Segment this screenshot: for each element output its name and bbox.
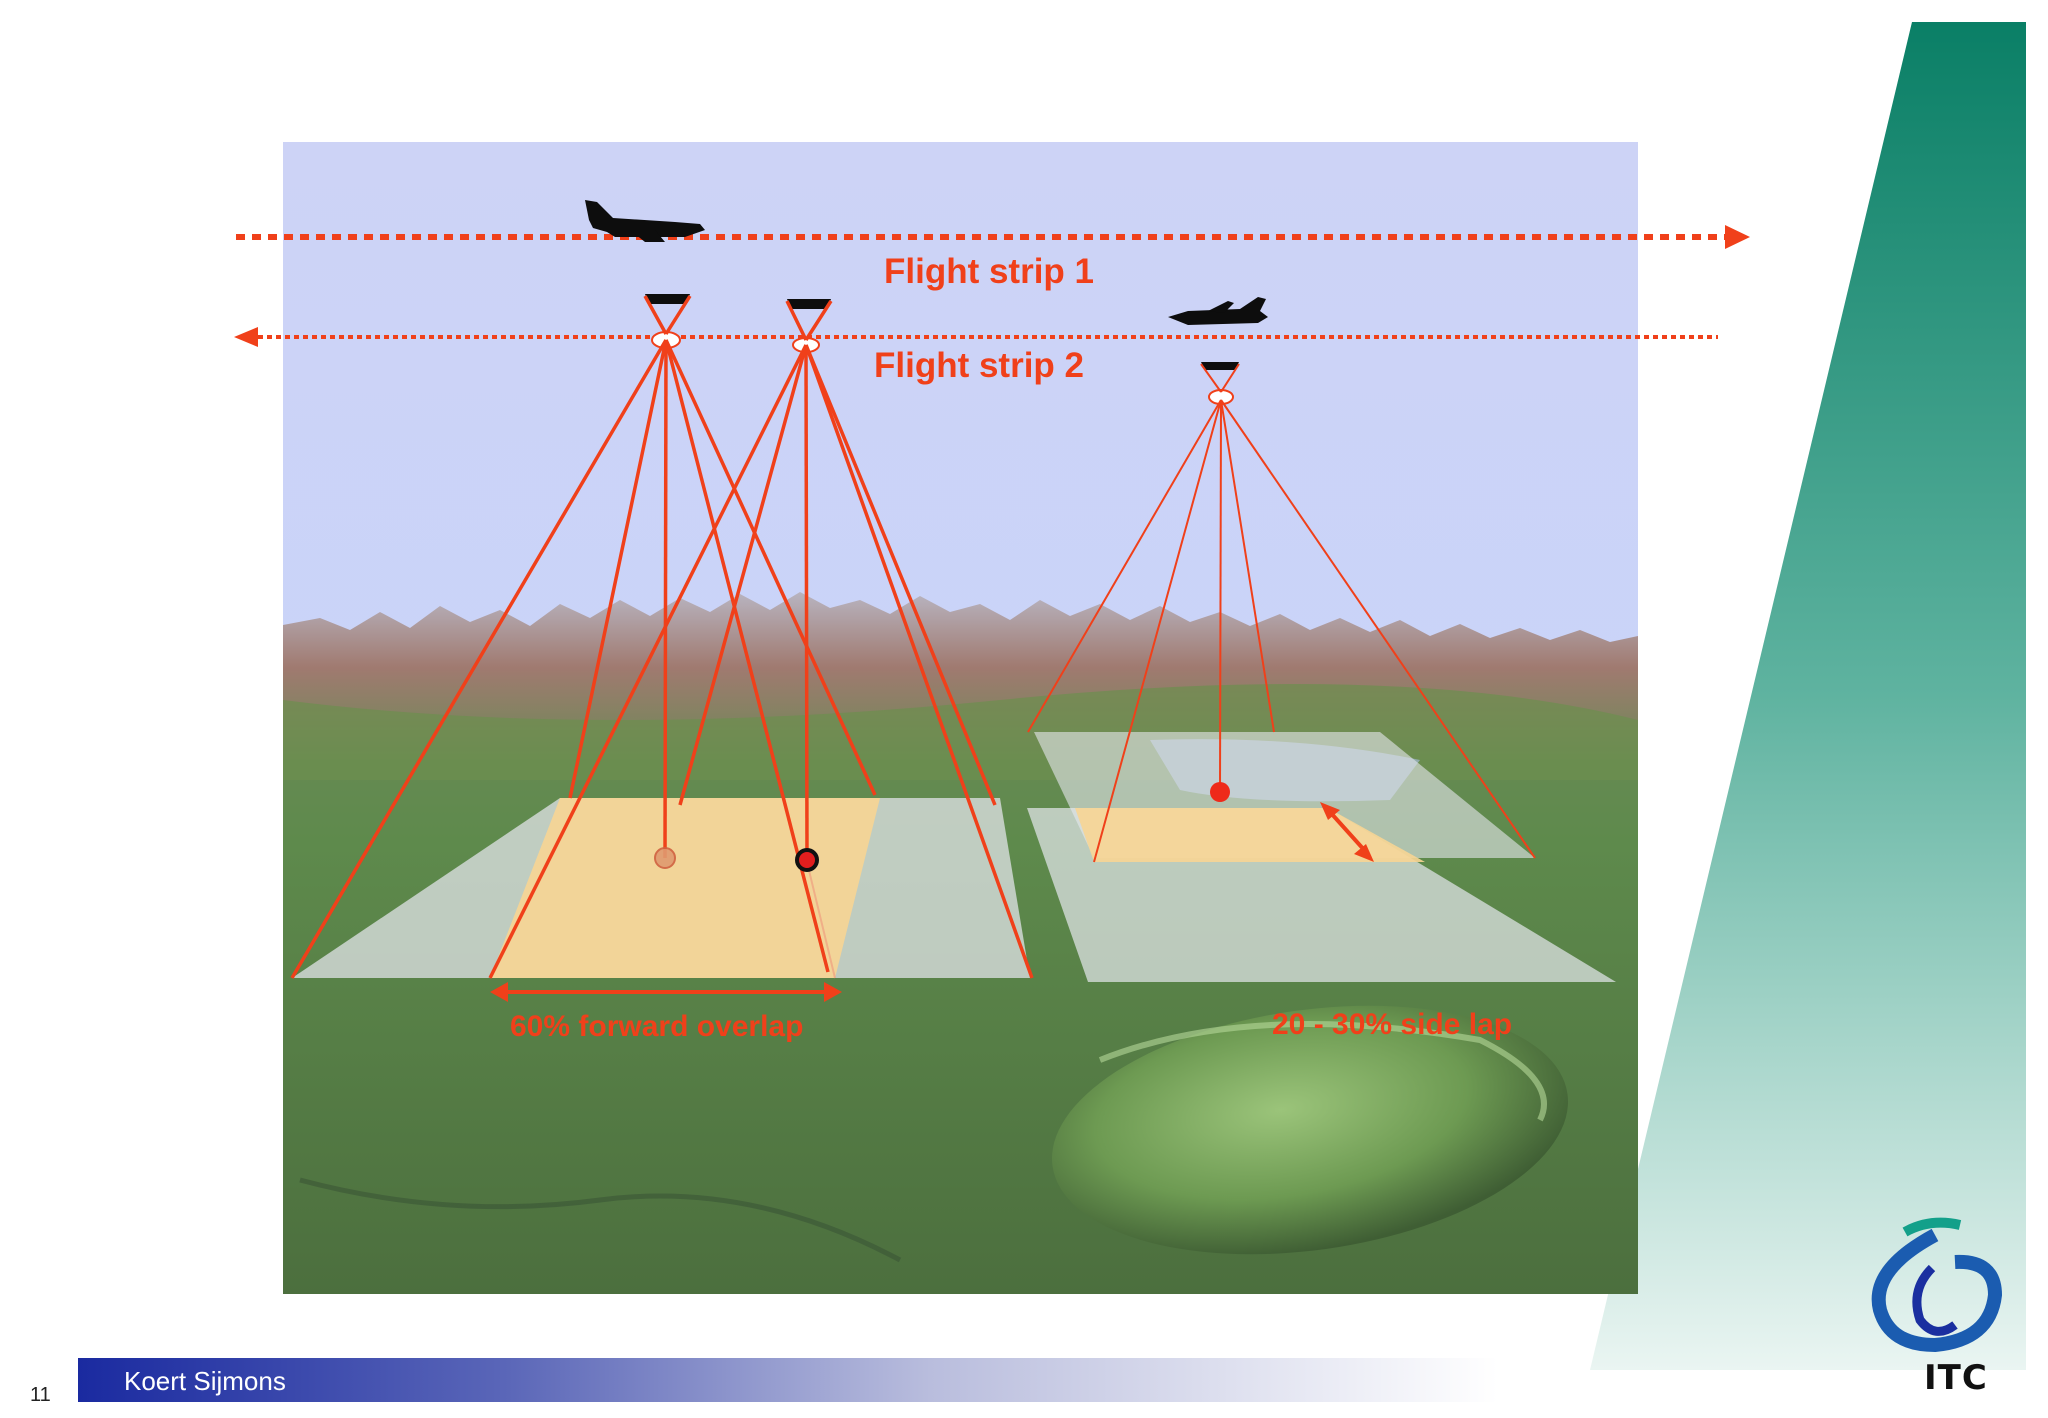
footer-author: Koert Sijmons bbox=[124, 1366, 286, 1396]
forward-overlap-arrow bbox=[490, 982, 842, 1002]
principal-point-1 bbox=[654, 847, 676, 869]
principal-point-3 bbox=[1210, 782, 1230, 802]
camera-icon bbox=[1201, 362, 1239, 405]
strip2-arrowhead bbox=[234, 327, 258, 347]
flight-strip-1-label: Flight strip 1 bbox=[884, 252, 1094, 291]
exposure-rays-2 bbox=[488, 300, 1034, 979]
itc-logo-icon bbox=[1871, 1217, 2003, 1353]
page-number: 11 bbox=[30, 1384, 51, 1406]
exposure-rays-3 bbox=[1027, 363, 1536, 863]
forward-overlap-label: 60% forward overlap bbox=[510, 1010, 804, 1043]
principal-point-2 bbox=[795, 848, 819, 872]
airplane-icon bbox=[1168, 297, 1268, 325]
strip1-arrowhead bbox=[1725, 225, 1750, 249]
overlap-forward bbox=[490, 798, 880, 978]
flight-strip-2-label: Flight strip 2 bbox=[874, 346, 1084, 385]
airplane-icon bbox=[585, 200, 705, 242]
side-lap-label: 20 - 30% side lap bbox=[1272, 1008, 1513, 1041]
footer-bar bbox=[78, 1358, 1498, 1402]
camera-icon bbox=[787, 299, 831, 353]
side-lap-arrow bbox=[1320, 802, 1374, 862]
itc-logo-text: ITC bbox=[1924, 1358, 1988, 1398]
decorative-band bbox=[1590, 22, 2026, 1370]
